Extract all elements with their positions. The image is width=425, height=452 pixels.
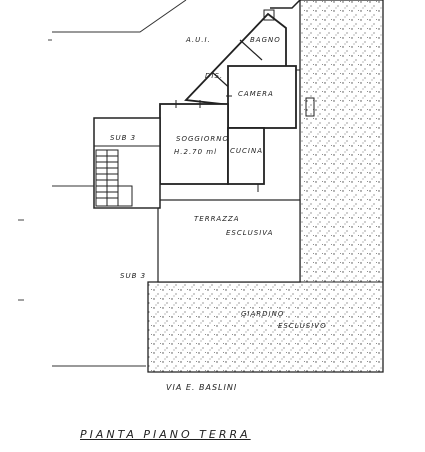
label-terrazza: TERRAZZA bbox=[194, 215, 240, 223]
label-sub3-lower: SUB 3 bbox=[120, 272, 147, 280]
label-dis: DIS. bbox=[205, 72, 224, 80]
label-sub3-upper: SUB 3 bbox=[110, 134, 137, 142]
label-giardino-sub: ESCLUSIVO bbox=[278, 322, 327, 330]
living-room-area bbox=[159, 103, 229, 185]
staircase bbox=[95, 149, 119, 207]
label-giardino: GIARDINO bbox=[241, 310, 285, 318]
sub3-unit bbox=[93, 117, 161, 209]
terrace-area bbox=[157, 199, 301, 283]
label-soggiorno-height: H.2.70 ml bbox=[174, 148, 218, 156]
label-camera: CAMERA bbox=[238, 90, 274, 98]
label-terrazza-sub: ESCLUSIVA bbox=[226, 229, 274, 237]
bedroom-area bbox=[227, 65, 297, 129]
plan-title: PIANTA PIANO TERRA bbox=[80, 428, 251, 441]
label-soggiorno: SOGGIORNO bbox=[176, 135, 229, 143]
label-cucina: CUCINA bbox=[230, 147, 263, 155]
kitchen-area bbox=[227, 127, 265, 185]
label-street: VIA E. BASLINI bbox=[166, 383, 238, 392]
label-bagno: BAGNO bbox=[250, 36, 281, 44]
label-aui: A.U.I. bbox=[186, 36, 211, 44]
